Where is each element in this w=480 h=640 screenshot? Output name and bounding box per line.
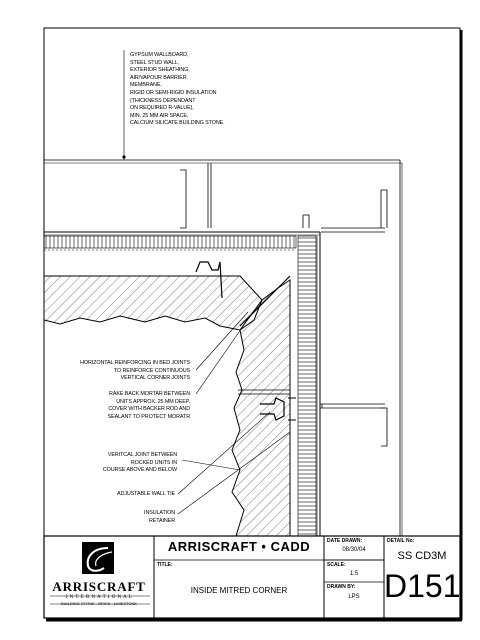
detail-number: D151 — [384, 568, 461, 604]
logo-tagline: BUILDING STONE - BRICK - LIMESTONE — [60, 601, 138, 606]
note-wall-tie: ADJUSTABLE WALL TIE — [116, 491, 175, 497]
detail-code: SS CD3M — [397, 550, 447, 562]
drawn-by-value: LPS — [348, 594, 360, 600]
logo-subtitle: I N T E R N A T I O N A L — [65, 595, 133, 600]
note-rake-back: RAKE BACK MORTAR BETWEEN UNITS APPROX. 2… — [107, 391, 190, 420]
wall-tie-side — [260, 397, 285, 421]
note-wall-assembly: GYPSUM WALLBOARD, STEEL STUD WALL, EXTER… — [130, 52, 225, 127]
scale-label: SCALE: — [327, 562, 346, 568]
note-vertical-joint: VERITCAL JOINT BETWEEN ROCKED UNITS IN C… — [102, 452, 177, 474]
note-insulation-retainer: INSULATION RETAINER — [144, 510, 175, 524]
stone-unit-horizontal — [43, 275, 263, 331]
drawn-by-label: DRAWN BY: — [327, 584, 356, 590]
note-reinforcing: HORIZONTAL REINFORCING IN BED JOINTS TO … — [80, 360, 190, 382]
detail-number-label: DETAIL No: — [387, 538, 415, 544]
drawing-title: INSIDE MITRED CORNER — [190, 586, 288, 595]
stone-unit-vertical — [231, 279, 291, 537]
scale-value: 1:5 — [349, 571, 359, 577]
arriscraft-logo-icon — [82, 542, 114, 574]
logo-wordmark: ARRISCRAFT — [52, 579, 146, 594]
company-name: ARRISCRAFT • CADD — [167, 539, 311, 554]
title-block-frame — [43, 535, 461, 619]
steel-stud-top — [180, 163, 388, 233]
date-value: 08/30/04 — [342, 547, 366, 553]
wall-tie-top — [195, 261, 223, 299]
date-label: DATE DRAWN: — [327, 538, 363, 544]
title-label: TITLE: — [157, 562, 173, 568]
